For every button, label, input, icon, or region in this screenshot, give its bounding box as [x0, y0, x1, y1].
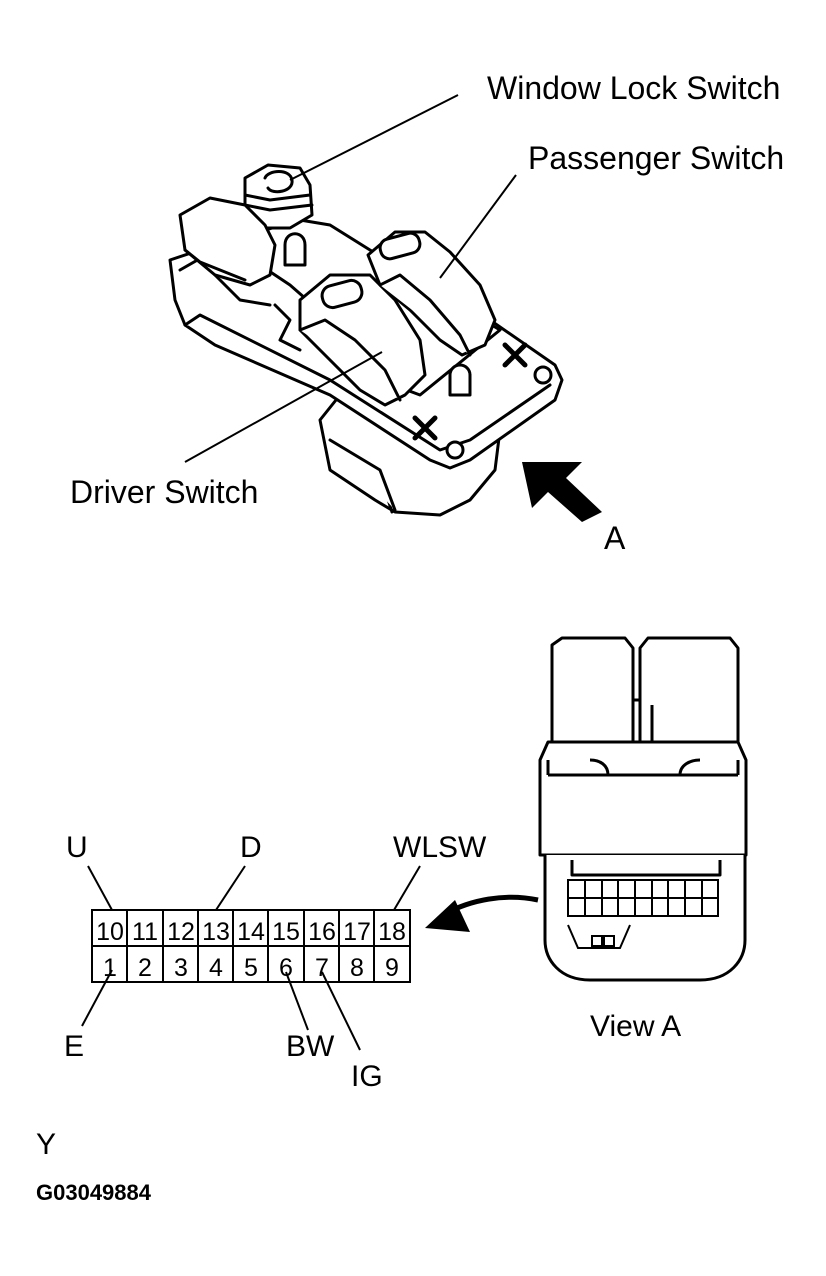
view-a-label: View A	[590, 1010, 682, 1043]
pin-top-12: 12	[167, 918, 195, 946]
arrow-a-label: A	[604, 520, 626, 556]
pin-ig-label: IG	[351, 1060, 383, 1093]
pin-top-10: 10	[96, 918, 124, 946]
pin-top-18: 18	[378, 918, 406, 946]
pin-bottom-7: 7	[315, 954, 329, 982]
pin-u-label: U	[66, 831, 88, 864]
pin-d-label: D	[240, 831, 262, 864]
pin-bottom-8: 8	[350, 954, 364, 982]
pin-bottom-1: 1	[103, 954, 117, 982]
passenger-switch-label: Passenger Switch	[528, 140, 785, 176]
window-lock-switch-label: Window Lock Switch	[487, 70, 781, 106]
pin-bottom-9: 9	[385, 954, 399, 982]
pin-top-17: 17	[343, 918, 371, 946]
pin-top-15: 15	[272, 918, 300, 946]
pin-bottom-6: 6	[279, 954, 293, 982]
pin-bottom-2: 2	[138, 954, 152, 982]
corner-mark: Y	[36, 1128, 57, 1161]
pin-top-11: 11	[132, 918, 158, 946]
pin-bottom-4: 4	[209, 954, 223, 982]
pin-top-16: 16	[308, 918, 336, 946]
pin-bottom-5: 5	[244, 954, 258, 982]
pin-bottom-3: 3	[174, 954, 188, 982]
pin-top-13: 13	[202, 918, 230, 946]
pin-wlsw-label: WLSW	[393, 831, 487, 864]
figure-code: G03049884	[36, 1180, 151, 1205]
pin-top-14: 14	[237, 918, 265, 946]
view-a-arrow	[522, 462, 602, 522]
driver-switch-label: Driver Switch	[70, 474, 259, 510]
pin-bw-label: BW	[286, 1030, 335, 1063]
pin-e-label: E	[64, 1030, 85, 1063]
